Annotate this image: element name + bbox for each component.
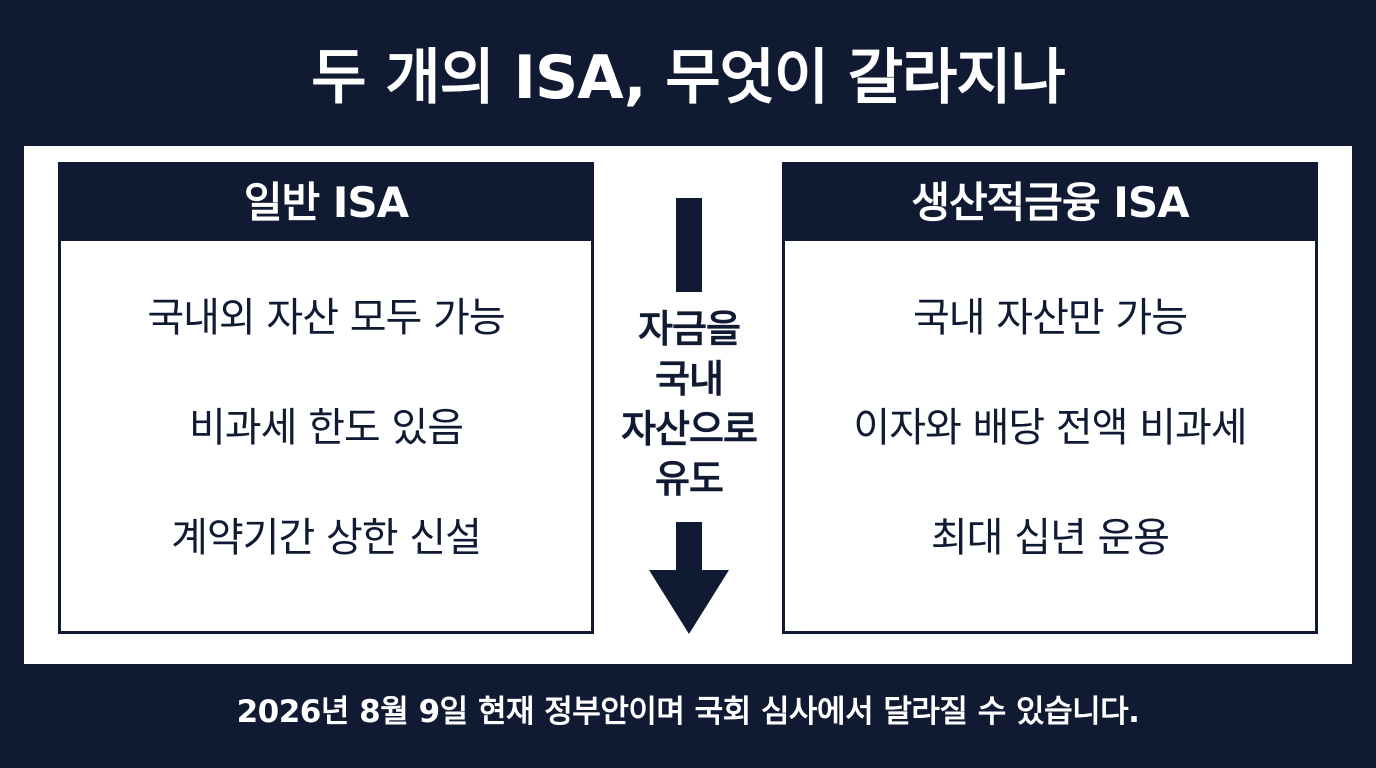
arrow-label-line: 자금을: [638, 307, 741, 351]
general-isa-item: 계약기간 상한 신설: [171, 515, 482, 561]
general-isa-header: 일반 ISA: [61, 165, 591, 241]
general-isa-item: 비과세 한도 있음: [188, 405, 464, 451]
arrow-shaft-top: [676, 198, 702, 292]
productive-finance-isa-item: 이자와 배당 전액 비과세: [853, 405, 1247, 451]
page-title: 두 개의 ISA, 무엇이 갈라지나: [311, 43, 1065, 113]
arrow-label-line: 자산으로: [621, 407, 758, 451]
general-isa-item: 국내외 자산 모두 가능: [147, 295, 505, 341]
arrow-label-line: 국내: [655, 357, 724, 401]
productive-finance-isa-list: 국내 자산만 가능 이자와 배당 전액 비과세 최대 십년 운용: [785, 241, 1315, 593]
productive-finance-isa-item: 국내 자산만 가능: [912, 295, 1188, 341]
arrow-head: [649, 570, 729, 634]
comparison-panel: 일반 ISA 국내외 자산 모두 가능 비과세 한도 있음 계약기간 상한 신설…: [24, 146, 1352, 664]
productive-finance-isa-header: 생산적금융 ISA: [785, 165, 1315, 241]
arrow-label-line: 유도: [655, 457, 724, 501]
arrow-shaft-bottom: [676, 522, 702, 572]
productive-finance-isa-item: 최대 십년 운용: [930, 515, 1170, 561]
general-isa-list: 국내외 자산 모두 가능 비과세 한도 있음 계약기간 상한 신설: [61, 241, 591, 593]
footnote: 2026년 8월 9일 현재 정부안이며 국회 심사에서 달라질 수 있습니다.: [236, 694, 1140, 730]
general-isa-box: 일반 ISA 국내외 자산 모두 가능 비과세 한도 있음 계약기간 상한 신설: [58, 162, 594, 634]
productive-finance-isa-box: 생산적금융 ISA 국내 자산만 가능 이자와 배당 전액 비과세 최대 십년 …: [782, 162, 1318, 634]
arrow-label: 자금을 국내 자산으로 유도: [598, 304, 780, 504]
